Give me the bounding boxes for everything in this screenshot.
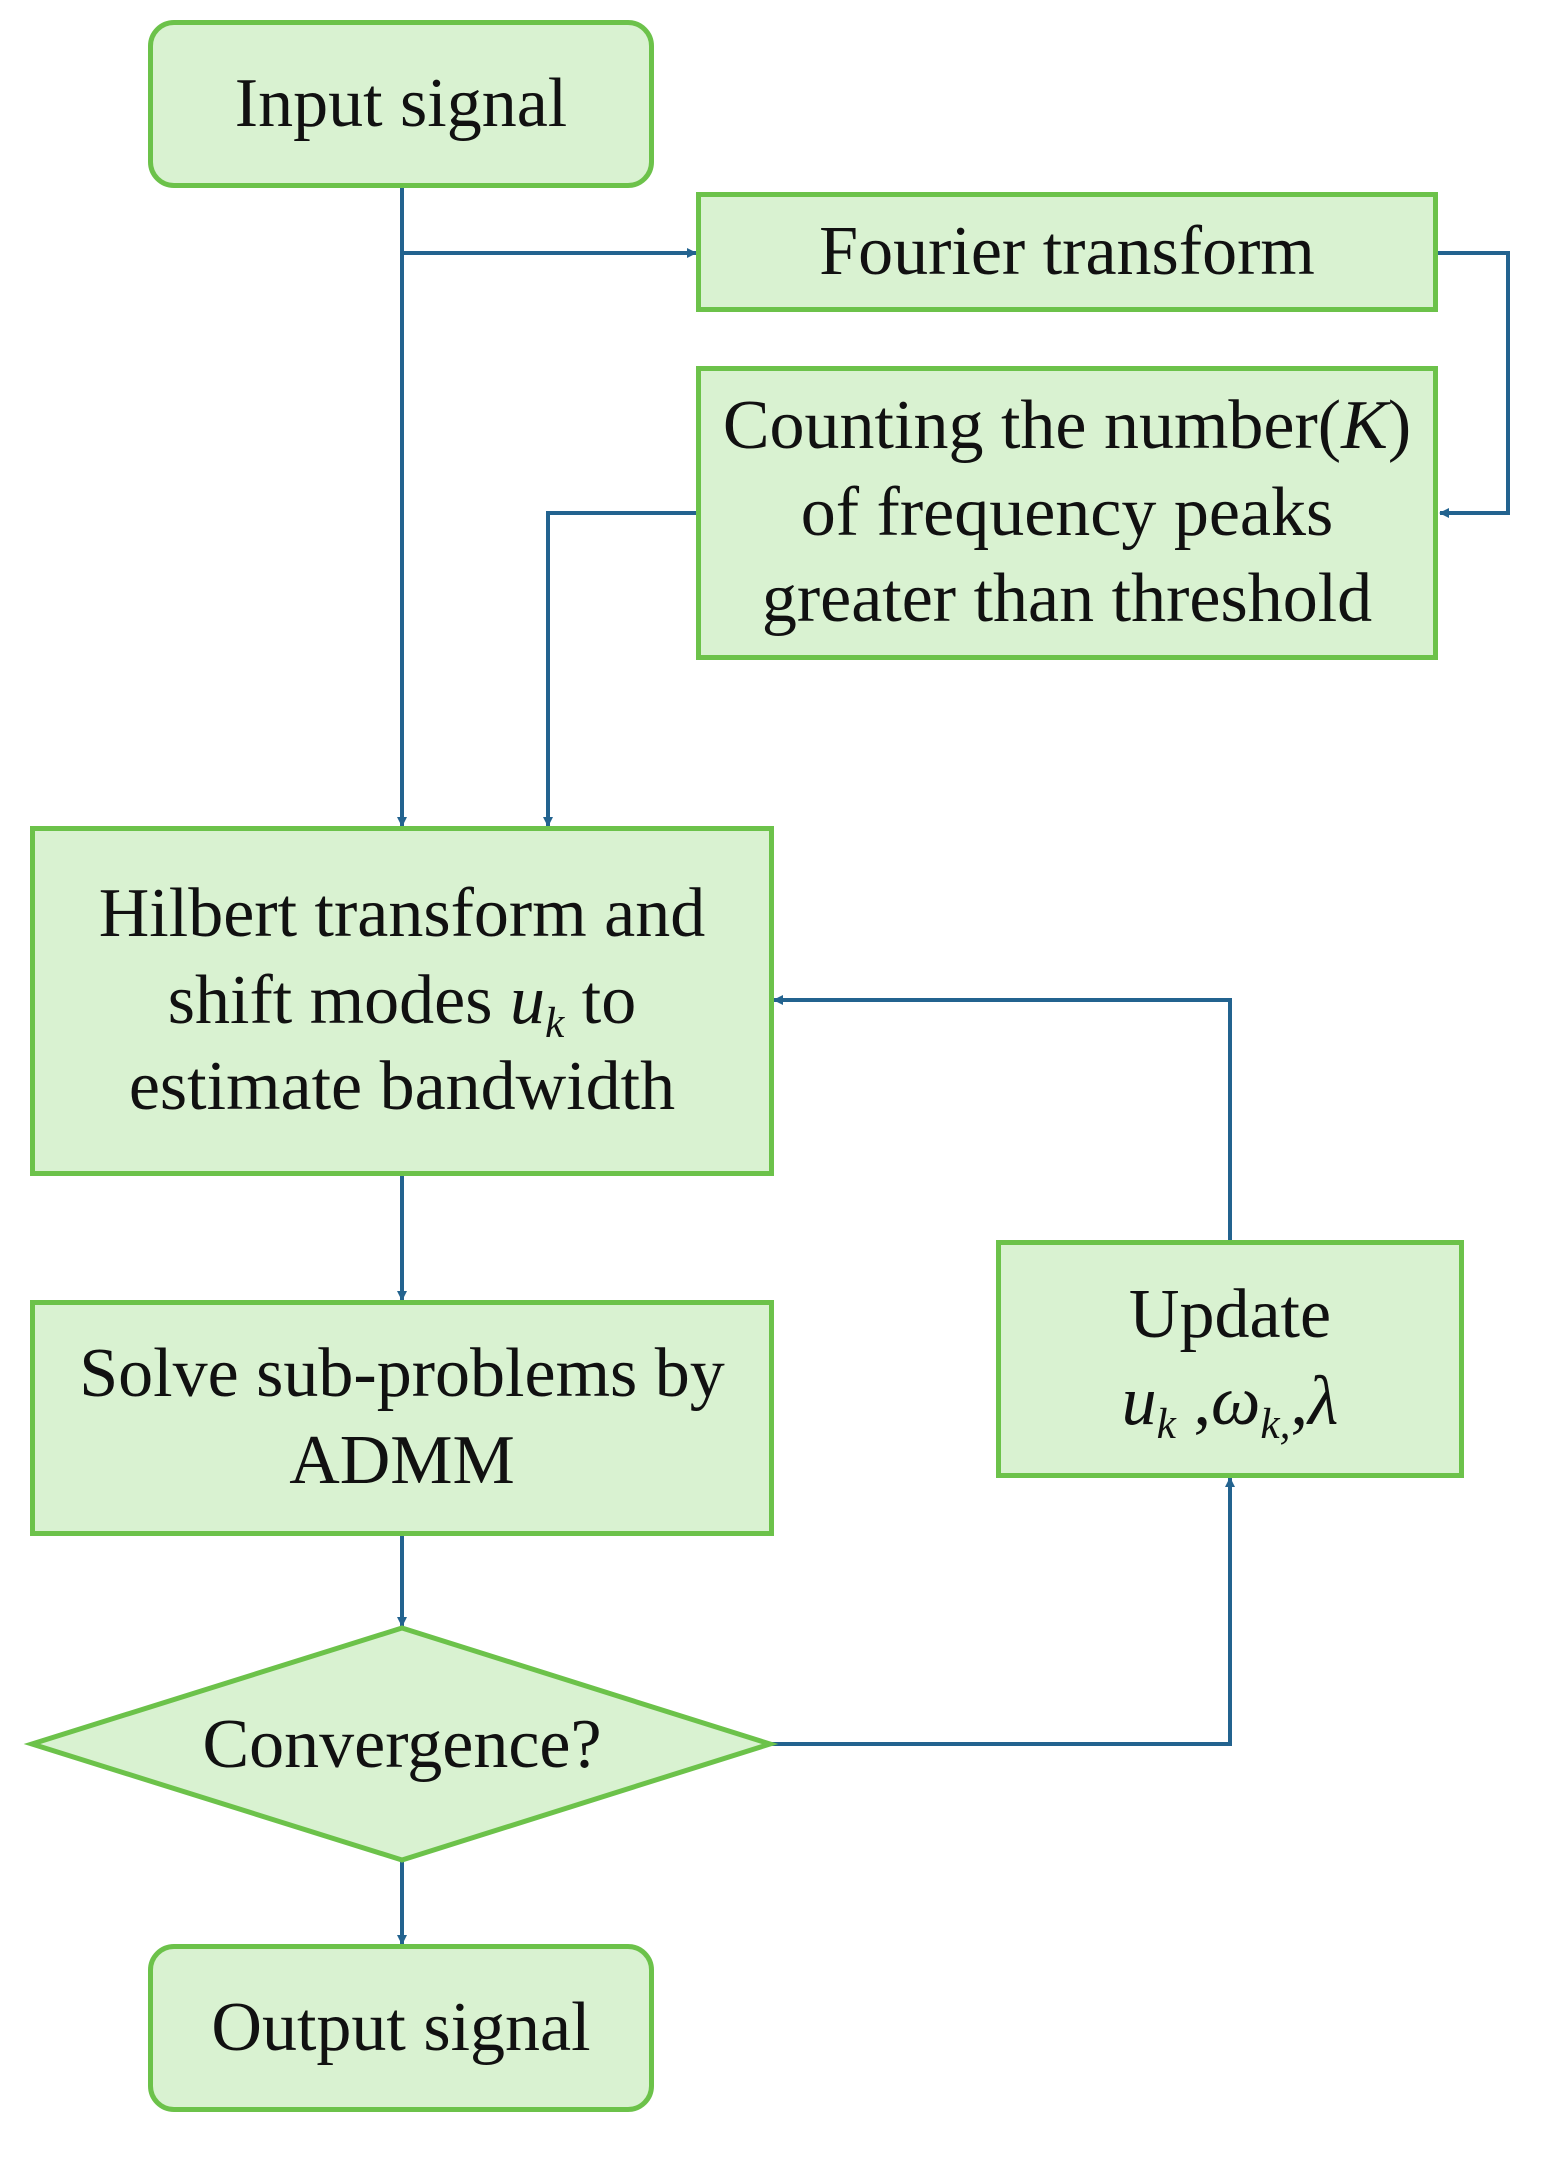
admm-line-2: ADMM <box>289 1422 515 1499</box>
lambda-variable: λ <box>1307 1363 1339 1440</box>
arrow-counting-to-hilbert <box>543 511 696 827</box>
u-subscript: k <box>1156 1399 1176 1448</box>
input-signal-node: Input signal <box>148 20 654 188</box>
counting-line-1: Counting the number(K) <box>723 383 1411 470</box>
update-line-1: Update <box>1128 1276 1332 1354</box>
arrow-convergence-to-update <box>770 1477 1235 1746</box>
fourier-transform-label: Fourier transform <box>819 212 1315 290</box>
fourier-transform-node: Fourier transform <box>696 192 1438 312</box>
counting-peaks-text: Counting the number(K) of frequency peak… <box>723 383 1411 643</box>
convergence-label: Convergence? <box>32 1700 772 1790</box>
counting-line-3: greater than threshold <box>761 560 1373 638</box>
input-signal-label: Input signal <box>234 64 568 142</box>
separator: , <box>1175 1363 1211 1440</box>
u-subscript: k <box>544 998 565 1047</box>
output-signal-node: Output signal <box>148 1944 654 2112</box>
u-variable: u <box>1121 1363 1157 1440</box>
hilbert-line-2: shift modes uk to <box>99 958 705 1045</box>
k-variable: K <box>1341 386 1388 464</box>
update-line-2: uk ,ωk,,λ <box>1122 1359 1339 1446</box>
counting-line-1-prefix: Counting the number( <box>722 386 1342 464</box>
hilbert-transform-node: Hilbert transform and shift modes uk to … <box>30 826 774 1176</box>
convergence-text: Convergence? <box>202 1706 602 1783</box>
counting-line-1-suffix: ) <box>1387 386 1412 464</box>
admm-text: Solve sub-problems by ADMM <box>79 1331 725 1505</box>
hilbert-line-2-prefix: shift modes <box>167 961 510 1039</box>
omega-subscript: k, <box>1260 1399 1291 1448</box>
counting-line-2: of frequency peaks <box>800 473 1334 551</box>
admm-node: Solve sub-problems by ADMM <box>30 1300 774 1536</box>
hilbert-line-1: Hilbert transform and <box>98 874 706 952</box>
convergence-decision-diamond <box>23 1625 779 1863</box>
u-variable: u <box>509 961 545 1039</box>
hilbert-transform-text: Hilbert transform and shift modes uk to … <box>99 871 705 1131</box>
admm-line-1: Solve sub-problems by <box>79 1335 725 1413</box>
arrow-fourier-to-counting <box>1438 251 1510 518</box>
output-signal-label: Output signal <box>211 1988 591 2066</box>
arrow-update-to-hilbert <box>773 995 1232 1240</box>
hilbert-line-2-suffix: to <box>564 961 637 1039</box>
hilbert-line-3: estimate bandwidth <box>128 1048 676 1126</box>
update-node: Update uk ,ωk,,λ <box>996 1240 1464 1478</box>
update-text: Update uk ,ωk,,λ <box>1122 1272 1339 1446</box>
omega-variable: ω <box>1210 1363 1261 1440</box>
separator: , <box>1290 1363 1308 1440</box>
counting-peaks-node: Counting the number(K) of frequency peak… <box>696 366 1438 660</box>
